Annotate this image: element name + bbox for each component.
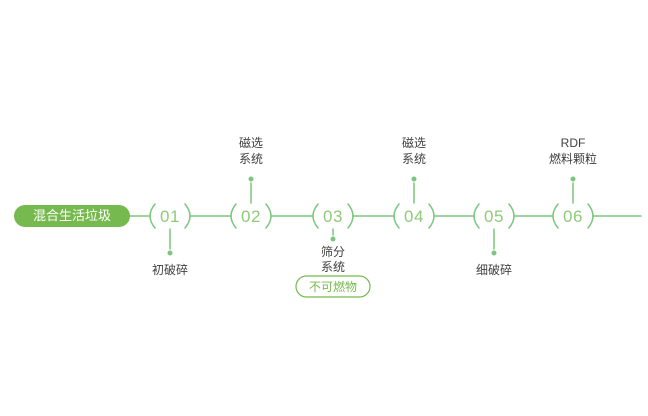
step-03-right-bracket (347, 203, 354, 229)
step-06-dot (570, 176, 576, 182)
step-05-number: 05 (484, 207, 504, 226)
step-01-number: 01 (160, 207, 180, 226)
source-pill-background (14, 205, 130, 227)
step-03-label-line2: 系统 (321, 260, 345, 274)
step-03: 03 筛分 系统 不可燃物 (295, 203, 371, 298)
step-02-right-bracket (265, 203, 272, 229)
step-04-label-line1: 磁选 (402, 135, 426, 150)
step-01-left-bracket (149, 203, 156, 229)
step-04-label-line2: 系统 (402, 152, 426, 166)
step-02-dot (248, 176, 254, 182)
step-05-left-bracket (473, 203, 480, 229)
step-05-label: 细破碎 (476, 262, 512, 277)
step-04-right-bracket (428, 203, 435, 229)
source-pill: 混合生活垃圾 (14, 205, 130, 227)
step-03-dot (330, 236, 336, 242)
step-02: 02 磁选 系统 (230, 135, 272, 229)
step-04-number: 04 (404, 207, 424, 226)
step-05-dot (491, 250, 497, 256)
step-06-label-line2: 燃料颗粒 (549, 151, 597, 166)
step-01: 01 初破碎 (149, 203, 191, 277)
step-03-tag-pill (295, 275, 371, 298)
step-05-right-bracket (508, 203, 515, 229)
step-01-dot (167, 250, 173, 256)
step-03-tag-label: 不可燃物 (309, 279, 357, 294)
step-06-number: 06 (563, 207, 583, 226)
step-04-dot (411, 176, 417, 182)
step-01-label: 初破碎 (152, 262, 188, 277)
step-06-label-line1: RDF (561, 136, 586, 150)
step-02-number: 02 (241, 207, 261, 226)
step-01-right-bracket (184, 203, 191, 229)
step-03-label-line1: 筛分 (321, 244, 345, 259)
step-04-left-bracket (393, 203, 400, 229)
step-05: 05 细破碎 (473, 203, 515, 277)
step-06-right-bracket (587, 203, 594, 229)
step-03-number: 03 (323, 207, 343, 226)
step-06: 06 RDF 燃料颗粒 (549, 136, 597, 229)
step-06-left-bracket (552, 203, 559, 229)
step-02-label-line2: 系统 (239, 152, 263, 166)
step-03-left-bracket (312, 203, 319, 229)
step-02-label-line1: 磁选 (239, 135, 263, 150)
source-pill-label: 混合生活垃圾 (33, 208, 111, 223)
step-02-left-bracket (230, 203, 237, 229)
step-04: 04 磁选 系统 (393, 135, 435, 229)
